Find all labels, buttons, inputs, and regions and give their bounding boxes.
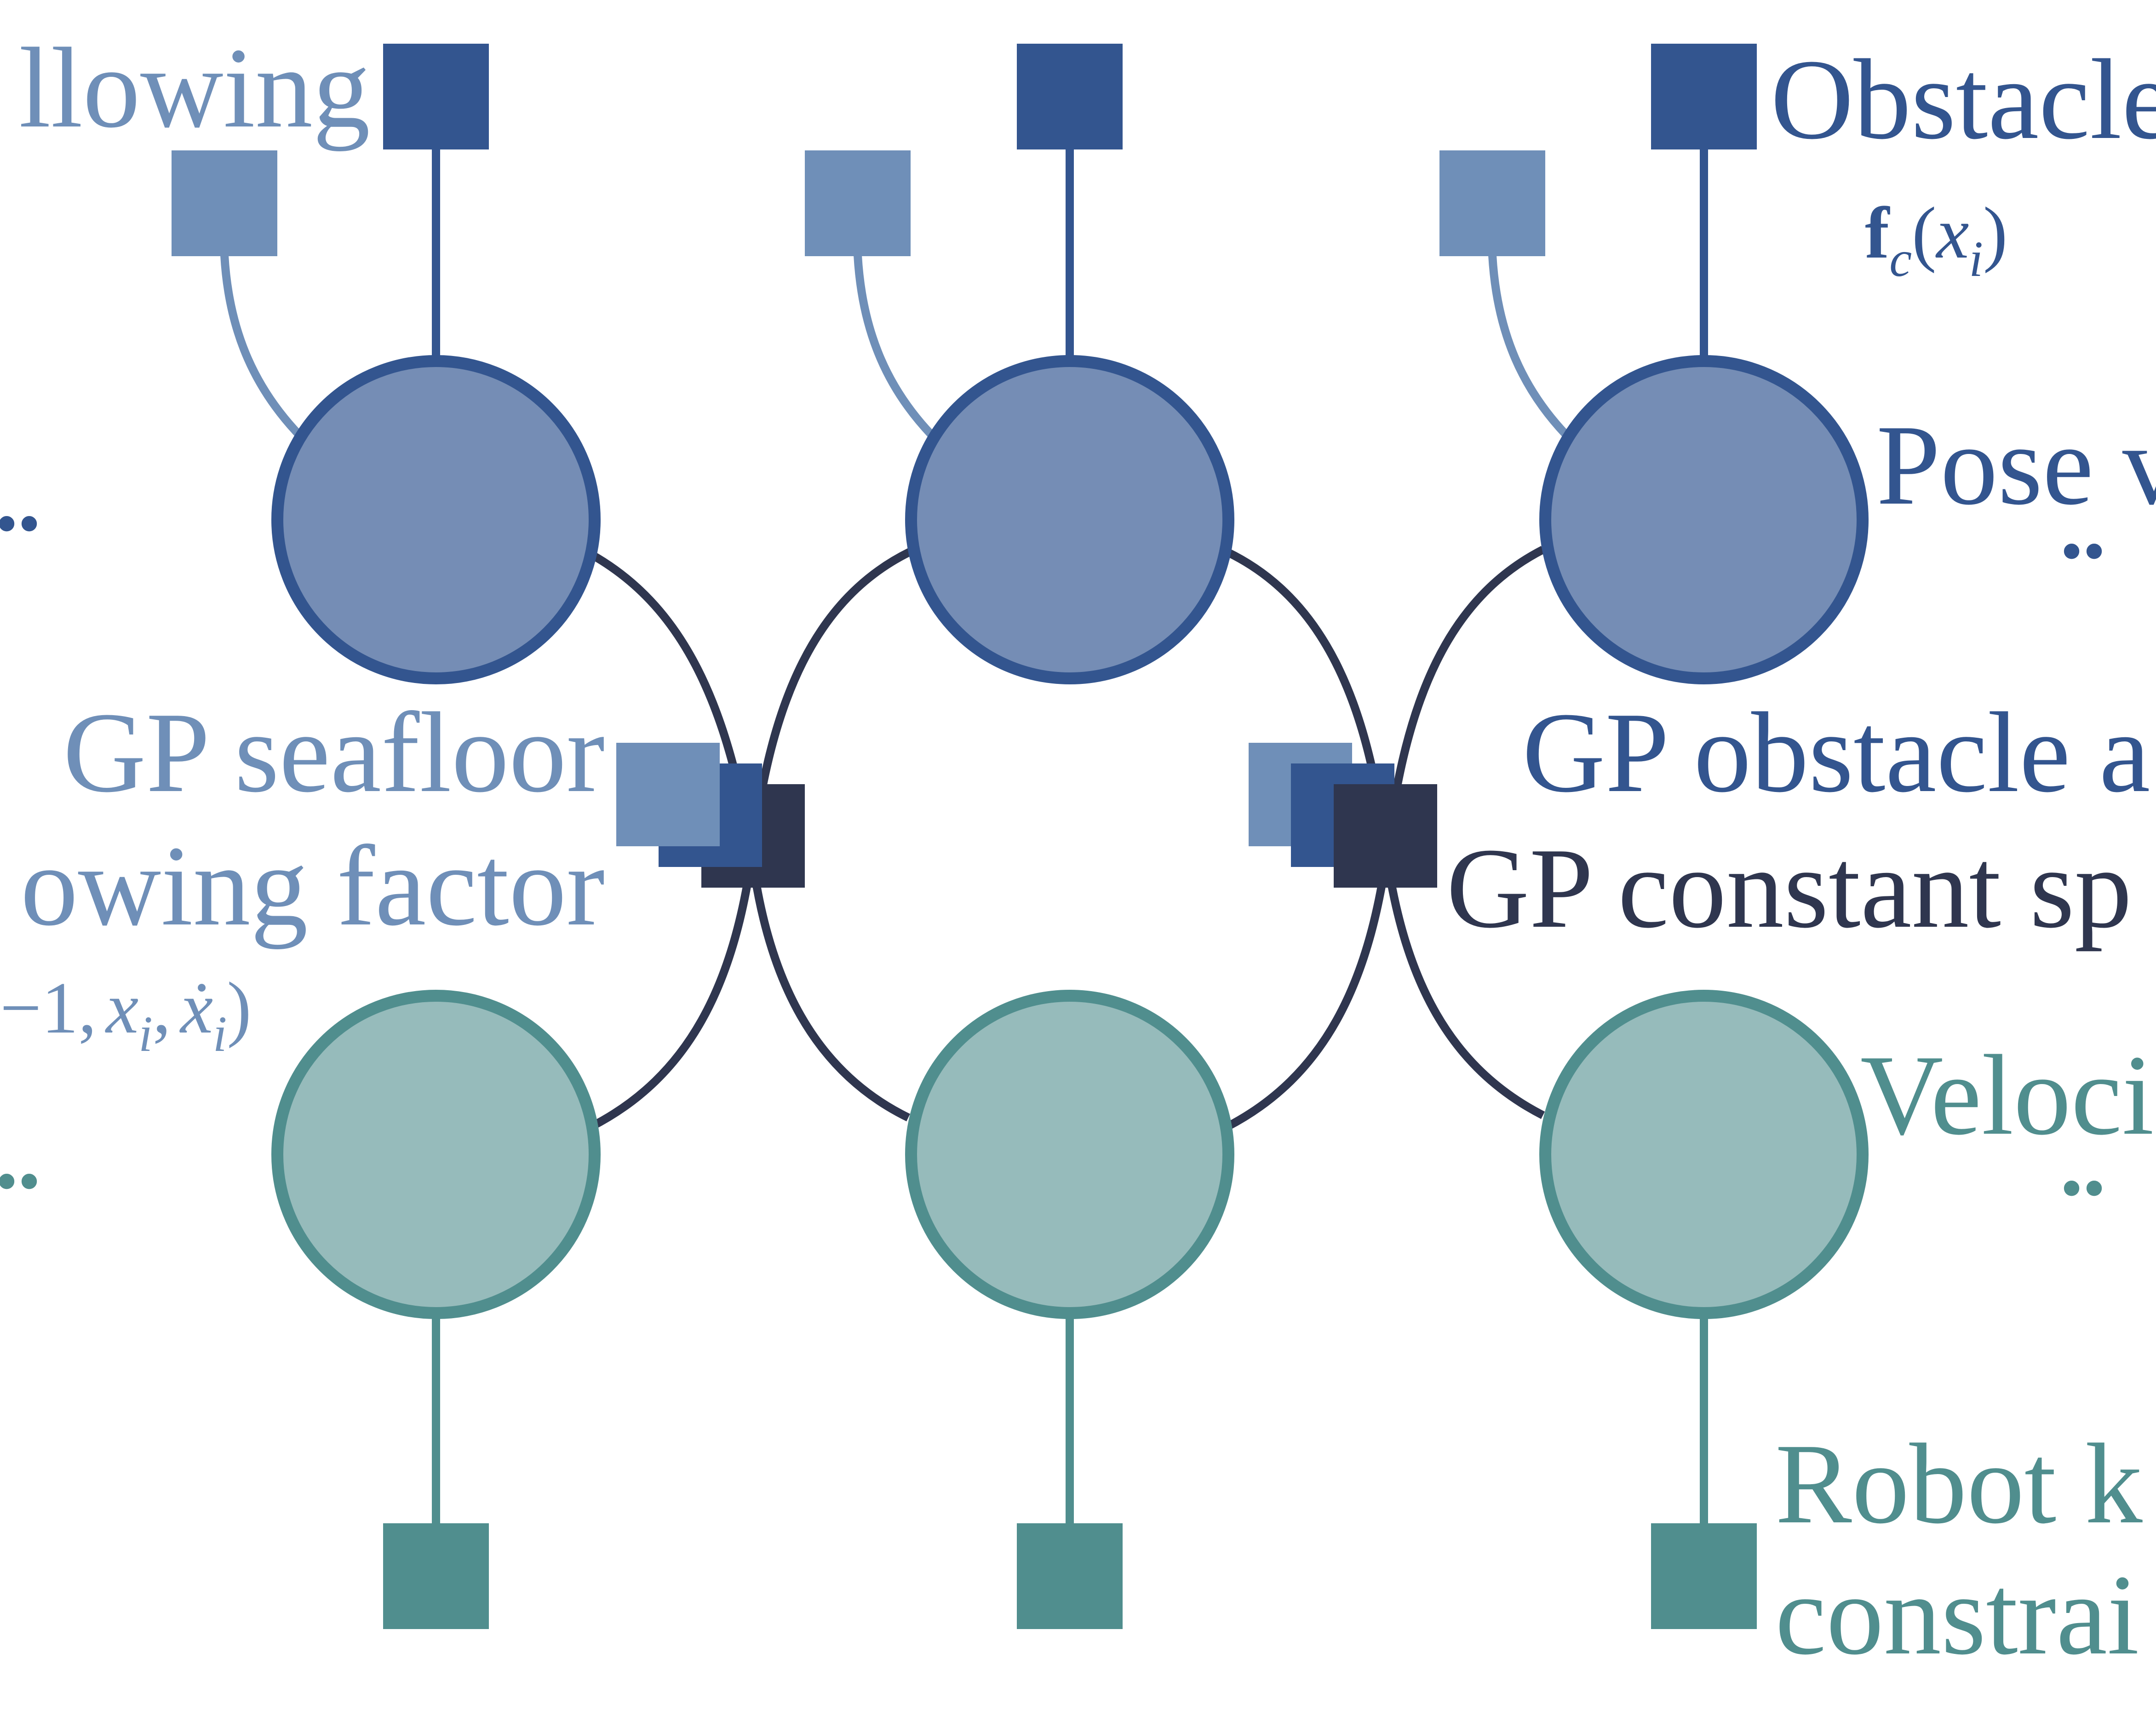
- velocity-variables: [271, 990, 1869, 1319]
- obstacle-math-x: x: [1935, 192, 1969, 274]
- obstacle-factor-3: [1651, 44, 1757, 149]
- label-gp-seafloor-line1: GP seafloor: [63, 689, 605, 816]
- gp-factor-stack-2: [1249, 743, 1437, 888]
- label-velocity-variable: Veloci: [1860, 1032, 2154, 1159]
- pose-node-3: [1539, 355, 1869, 684]
- label-gp-constant-speed: GP constant sp: [1446, 825, 2132, 952]
- pose-node-2: [905, 355, 1234, 684]
- gp-seafloor-factor-1: [616, 743, 720, 846]
- seafloor-factor-2: [805, 150, 911, 256]
- velocity-node-3: [1539, 990, 1869, 1319]
- kinematic-factor-1: [383, 1523, 489, 1629]
- ellipsis-velocity-left: ••: [0, 1146, 40, 1217]
- seafloor-math-comma-2: ,: [153, 967, 171, 1049]
- kinematic-factors: [383, 1523, 1757, 1629]
- seafloor-math-index: −1: [0, 967, 78, 1049]
- seafloor-math-x-sub: i: [138, 1006, 153, 1062]
- ellipsis-pose-right: ••: [2060, 516, 2105, 587]
- edge-seafloor-2: [854, 255, 935, 438]
- seafloor-math-comma-1: ,: [78, 967, 97, 1049]
- obstacle-factors: [383, 44, 1757, 149]
- label-gp-seafloor-math: −1,xi,ẋi): [0, 967, 252, 1062]
- ellipsis-velocity-right: ••: [2060, 1153, 2105, 1224]
- seafloor-math-close: ): [227, 967, 251, 1049]
- obstacle-math-sub-i: i: [1969, 231, 1983, 287]
- seafloor-factor-3: [1439, 150, 1545, 256]
- edge-seafloor-1: [220, 255, 302, 438]
- kinematic-factor-3: [1651, 1523, 1757, 1629]
- label-robot-kinematic-line1: Robot k: [1775, 1420, 2143, 1548]
- pose-variables: [271, 355, 1869, 684]
- obstacle-factor-2: [1017, 44, 1123, 149]
- label-seafloor-following: llowing: [19, 24, 370, 152]
- label-obstacle: Obstacle: [1771, 36, 2156, 163]
- edge-gp-vel2-factor1: [748, 855, 910, 1122]
- seafloor-math-xdot-sub: i: [213, 1006, 227, 1062]
- obstacle-math-f: f: [1865, 192, 1890, 274]
- obstacle-math-close: ): [1983, 192, 2007, 274]
- kinematic-factor-2: [1017, 1523, 1123, 1629]
- edge-gp-vel3-factor2: [1382, 855, 1545, 1119]
- label-gp-obstacle: GP obstacle a: [1522, 689, 2150, 816]
- velocity-node-1: [271, 990, 601, 1319]
- gp-factor-stack-1: [616, 743, 805, 888]
- label-gp-seafloor-line2: owing factor: [21, 822, 605, 950]
- velocity-node-2: [905, 990, 1234, 1319]
- gp-constant-speed-factor-2: [1334, 784, 1437, 888]
- edge-seafloor-3: [1488, 255, 1569, 438]
- seafloor-math-xdot: ẋ: [179, 967, 213, 1049]
- obstacle-factor-1: [383, 44, 489, 149]
- edge-gp-vel2-factor2: [1225, 855, 1391, 1130]
- obstacle-math-open: (: [1912, 192, 1936, 274]
- seafloor-math-x: x: [105, 967, 138, 1049]
- ellipsis-pose-left: ••: [0, 488, 40, 559]
- obstacle-math-sub-c: c: [1889, 231, 1912, 287]
- seafloor-factor-1: [172, 150, 277, 256]
- label-obstacle-math: fc(xi): [1865, 192, 2007, 287]
- seafloor-unary-factors: [172, 150, 1545, 256]
- label-robot-kinematic-line2: constrai: [1775, 1551, 2139, 1679]
- pose-node-1: [271, 355, 601, 684]
- edge-gp-vel1-factor1: [589, 855, 756, 1131]
- label-pose-variable: Pose v: [1876, 402, 2156, 529]
